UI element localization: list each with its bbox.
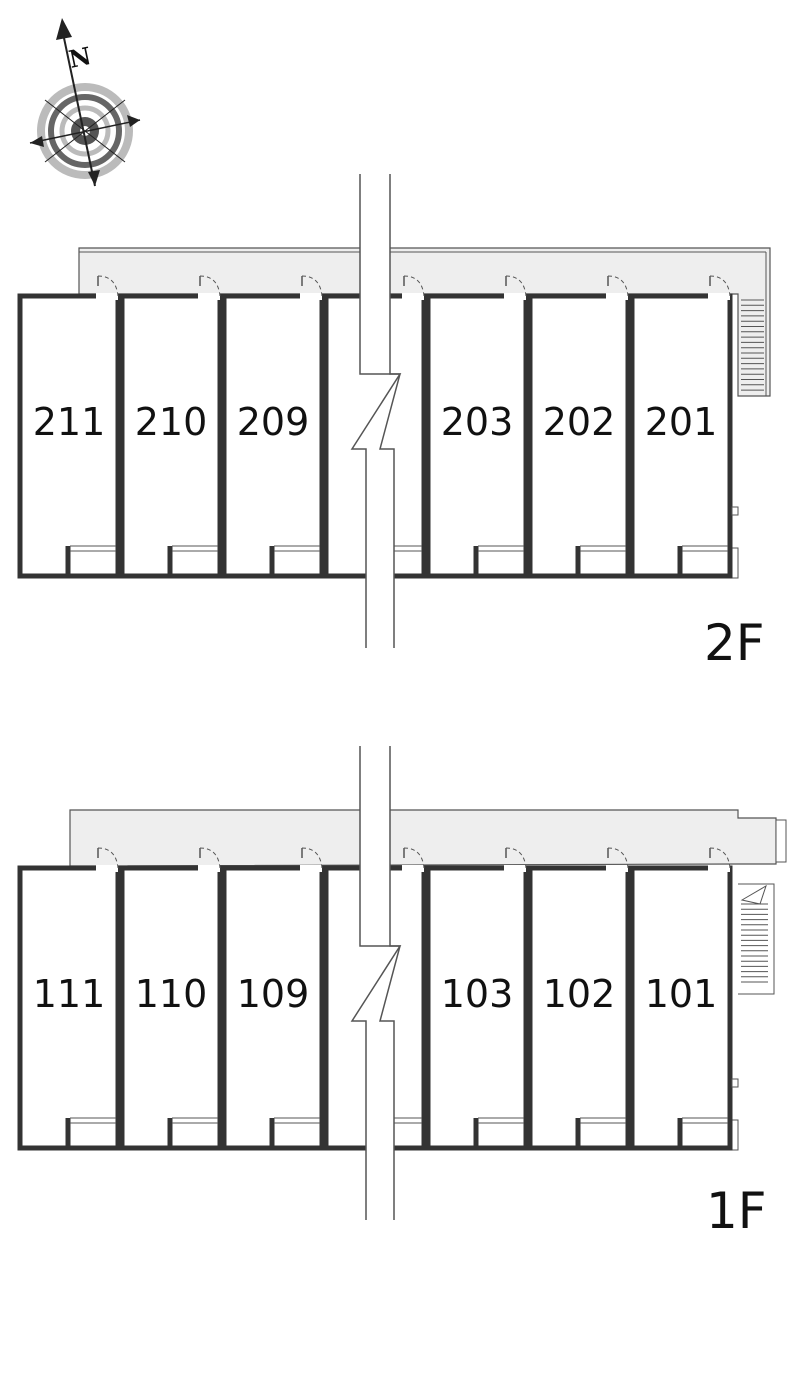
door-swing [403, 275, 425, 297]
window-mark [731, 506, 739, 516]
unit-wall [17, 293, 121, 579]
unit-number: 102 [543, 972, 616, 1016]
unit-wall [221, 865, 325, 1151]
door-opening [708, 293, 730, 300]
door-swing [607, 847, 629, 869]
unit: 102 [527, 847, 631, 1151]
door-opening [402, 865, 424, 872]
unit-number: 201 [645, 400, 718, 444]
floor-label-2f: 2F [704, 614, 765, 672]
door-opening [198, 865, 220, 872]
unit-number: 202 [543, 400, 616, 444]
floor-2f: 211 210 209 203 202 201 [17, 174, 771, 648]
unit-wall [629, 293, 733, 579]
corridor [78, 247, 771, 397]
unit: 109 [221, 847, 325, 1151]
door-swing [607, 275, 629, 297]
window-mark [731, 1078, 739, 1088]
corridor [69, 809, 777, 867]
floor-1f: 111 110 109 103 102 101 [17, 746, 787, 1220]
unit: 101 [629, 847, 733, 1151]
door-opening [708, 865, 730, 872]
door-opening [96, 293, 118, 300]
door-opening [606, 865, 628, 872]
break-mask [352, 174, 400, 648]
unit-wall [527, 865, 631, 1151]
door-opening [300, 865, 322, 872]
door-swing [505, 275, 527, 297]
unit: 210 [119, 275, 223, 579]
break-edge [379, 174, 401, 648]
unit: 110 [119, 847, 223, 1151]
door-opening [504, 293, 526, 300]
door-swing [301, 847, 323, 869]
unit-wall [221, 293, 325, 579]
unit-number: 211 [33, 400, 106, 444]
corridor-edge [775, 819, 787, 863]
unit: 211 [17, 275, 121, 579]
door-swing [505, 847, 527, 869]
door-swing [199, 847, 221, 869]
unit: 103 [425, 847, 529, 1151]
unit-wall [425, 293, 529, 579]
door-swing [199, 275, 221, 297]
break-line [350, 174, 402, 648]
door-opening [96, 865, 118, 872]
door-swing [709, 275, 731, 297]
unit: 202 [527, 275, 631, 579]
unit-wall [527, 293, 631, 579]
stair-frame [738, 883, 775, 995]
door-swing [403, 847, 425, 869]
unit-wall [629, 865, 733, 1151]
unit-number: 110 [135, 972, 208, 1016]
door-swing [97, 275, 119, 297]
door-swing [301, 275, 323, 297]
compass-rose-icon [29, 18, 141, 187]
door-opening [198, 293, 220, 300]
unit-number: 209 [237, 400, 310, 444]
unit: 203 [425, 275, 529, 579]
unit-number: 210 [135, 400, 208, 444]
unit-number: 109 [237, 972, 310, 1016]
unit: 201 [629, 275, 733, 579]
unit: 111 [17, 847, 121, 1151]
door-swing [97, 847, 119, 869]
staircase [741, 299, 764, 391]
stair-arrow [740, 884, 767, 905]
unit-wall [17, 865, 121, 1151]
unit-number: 203 [441, 400, 514, 444]
break-line [350, 746, 402, 1220]
break-edge [350, 746, 402, 1220]
unit-number: 101 [645, 972, 718, 1016]
break-edge [350, 174, 402, 648]
break-mask [352, 746, 400, 1220]
door-opening [300, 293, 322, 300]
floor-label-1f: 1F [706, 1182, 767, 1240]
unit-wall [119, 865, 223, 1151]
unit-wall [119, 293, 223, 579]
unit-number: 103 [441, 972, 514, 1016]
staircase [741, 903, 768, 983]
door-opening [402, 293, 424, 300]
door-swing [709, 847, 731, 869]
unit-number: 111 [33, 972, 106, 1016]
unit-wall [425, 865, 529, 1151]
north-label: N [66, 41, 93, 74]
unit: 209 [221, 275, 325, 579]
door-opening [606, 293, 628, 300]
break-edge [379, 746, 401, 1220]
door-opening [504, 865, 526, 872]
